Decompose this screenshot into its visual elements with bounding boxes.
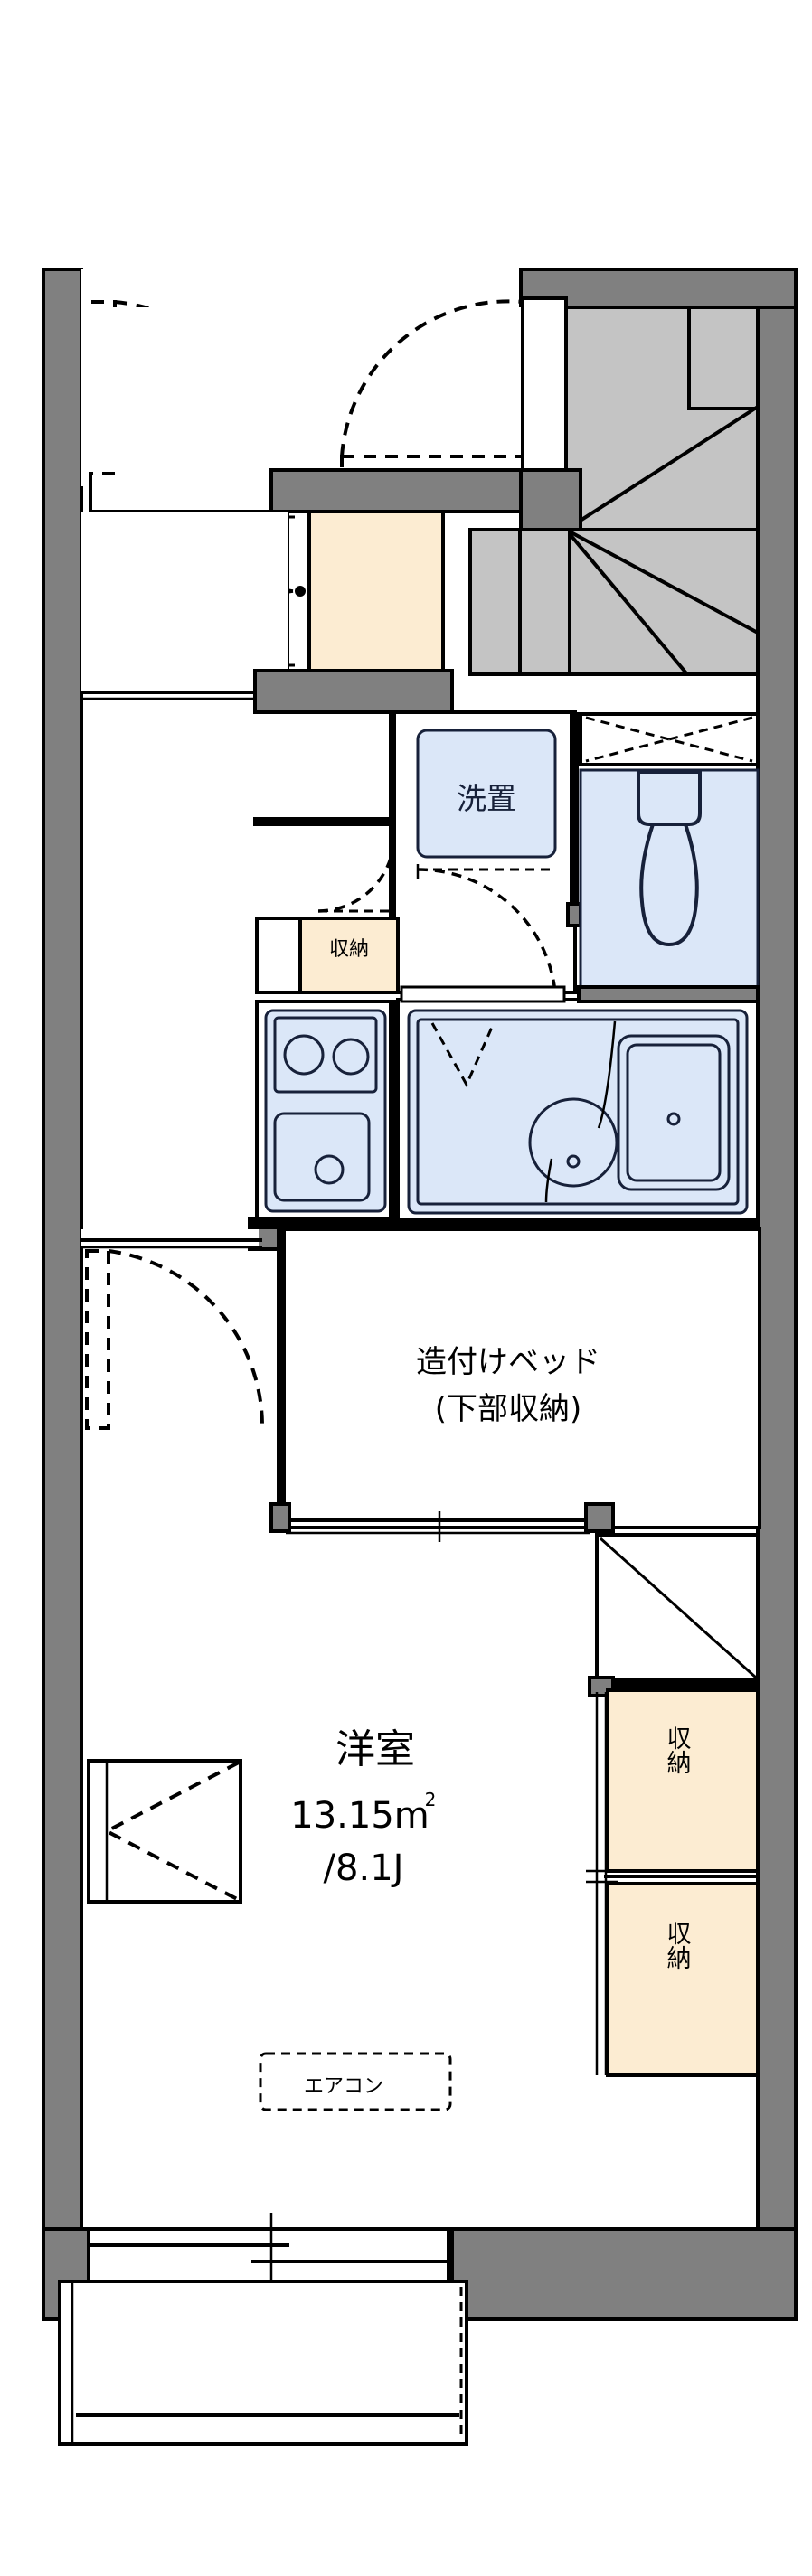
balcony-door-frame <box>87 2227 450 2283</box>
entry-closet <box>224 510 445 672</box>
wall-bed-right-cap <box>584 1502 615 1533</box>
kitchen-closet-side <box>255 917 302 994</box>
bedroom-upper-closet <box>595 1533 760 1681</box>
main-room-name: 洋室 <box>335 1726 415 1772</box>
wall-right <box>756 268 798 2321</box>
kitchen-closet: 収納 <box>255 834 400 994</box>
washroom: 洗置 <box>253 710 582 994</box>
living-door-swing-icon <box>108 1249 264 1427</box>
kitchen <box>255 1000 396 1220</box>
air-conditioner: エアコン <box>259 2052 452 2111</box>
sink-drain-icon <box>314 1154 345 1185</box>
hall-door-swing-icon <box>340 299 524 457</box>
wall-bottom-right <box>450 2227 798 2321</box>
main-room-area: 13.15m <box>290 1795 429 1837</box>
vanity-edge <box>544 1020 617 1203</box>
bedroom-closet-upper-label-char1: 収納 <box>663 1725 692 1774</box>
air-conditioner-label: エアコン <box>304 2075 383 2098</box>
bedroom-closet-lower-box <box>606 1882 760 2077</box>
living-door-leaf <box>85 1249 110 1430</box>
wall-bed-left-cap <box>269 1502 291 1533</box>
stair-landing-line <box>687 307 758 410</box>
wall-under-entry-closet <box>253 669 454 714</box>
bathroom-door-opening <box>400 985 566 1003</box>
kitchen-closet-door-swing-icon <box>317 834 396 913</box>
stove-burner-left-icon <box>283 1034 325 1076</box>
air-conditioner-box <box>259 2052 452 2111</box>
stair-block <box>564 306 760 676</box>
bedroom-window-box <box>87 1759 242 1904</box>
kitchen-closet-box <box>298 917 400 994</box>
washroom-door-swing-icon <box>417 868 557 993</box>
wall-left <box>42 268 83 2321</box>
wall-kitchen-right <box>389 1001 396 1218</box>
balcony-floor <box>58 2280 468 2446</box>
hall-lower-floor <box>81 512 288 692</box>
entry-closet-handle-icon <box>295 586 306 597</box>
main-room-area-superscript: 2 <box>425 1789 437 1810</box>
toilet-bowl-icon <box>639 823 699 947</box>
staircase <box>468 306 760 676</box>
wall-washroom-right <box>570 712 579 909</box>
bedroom-closet-upper-box <box>606 1688 760 1873</box>
entry-closet-box <box>307 510 445 672</box>
wall-bath-top <box>577 985 760 1003</box>
bathroom-door-folding-icon <box>430 1022 496 1088</box>
wall-washroom-left <box>389 712 396 992</box>
bedroom-window-awning-icon <box>102 1761 240 1902</box>
bedroom-closet-track-tick <box>586 1869 618 1884</box>
bedroom-closets: 収納 収納 <box>586 1676 760 2077</box>
kitchen-closet-label: 収納 <box>329 938 369 961</box>
main-room-area-jo: /8.1J <box>324 1847 404 1889</box>
stair-tread-1 <box>564 405 760 531</box>
bathroom <box>396 985 760 1226</box>
toilet-window-x-icon <box>585 716 753 763</box>
built-in-bed-area <box>279 1227 761 1529</box>
bedroom-upper-closet-door-icon <box>599 1537 758 1679</box>
built-in-bed-label-line2: (下部収納) <box>435 1391 582 1427</box>
living-room-door <box>81 1229 264 1430</box>
stove-burner-right-icon <box>332 1038 370 1076</box>
washbasin-drain-icon <box>566 1154 581 1169</box>
bedroom-closet-track <box>595 1692 608 2075</box>
stair-newel-post <box>519 468 582 531</box>
bathtub-drain-icon <box>666 1112 681 1126</box>
built-in-bed: 造付けベッド (下部収納) <box>269 1227 761 1542</box>
wall-washroom-stub <box>253 817 396 826</box>
toilet-room <box>579 712 760 1012</box>
main-room: 洋室 13.15m 2 /8.1J <box>290 1726 436 1889</box>
hall-right-jamb <box>521 296 568 477</box>
hall-upper <box>81 307 524 472</box>
toilet-cistern-icon <box>637 770 702 826</box>
balcony <box>58 2280 468 2446</box>
stair-tread-4 <box>564 528 689 676</box>
built-in-bed-label-line1: 造付けベッド <box>416 1344 600 1380</box>
stair-tread-3 <box>565 528 759 635</box>
wall-under-bath <box>250 1218 760 1229</box>
wall-bed-left <box>277 1229 286 1528</box>
hallway-lower <box>81 512 454 714</box>
wall-washroom-right-cap <box>566 902 582 927</box>
wall-above-bedroom-closets <box>597 1679 758 1690</box>
washer-space-label: 洗置 <box>457 781 516 816</box>
toilet-window <box>579 712 760 766</box>
bedroom-closet-lower-label: 収納 <box>663 1921 692 1970</box>
washing-machine-pan <box>416 729 557 859</box>
bedroom-window <box>87 1759 242 1904</box>
entrance-threshold <box>89 468 273 513</box>
